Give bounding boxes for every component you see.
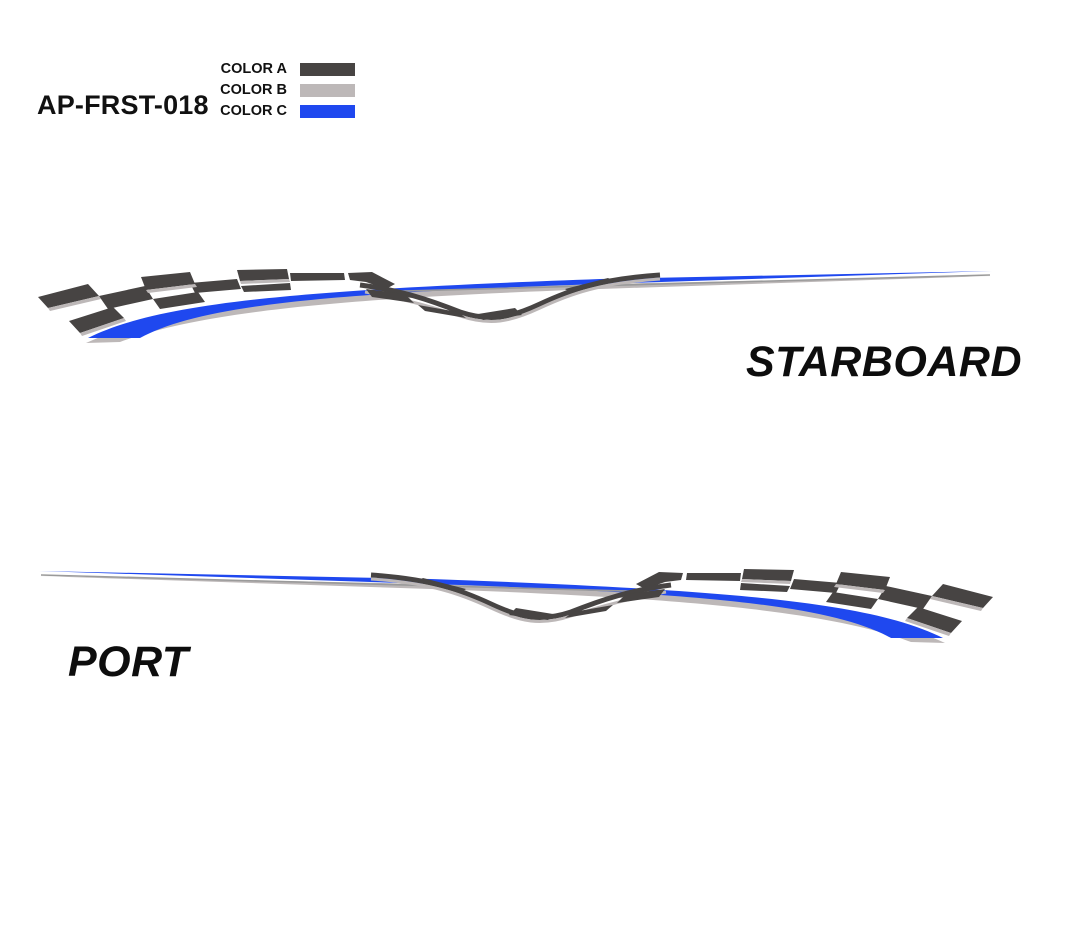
product-code: AP-FRST-018: [37, 90, 209, 120]
legend-label-color-c: COLOR C: [220, 103, 287, 119]
starboard-decal-graphic: [38, 269, 992, 343]
legend-label-color-a: COLOR A: [220, 61, 287, 77]
legend-label-color-b: COLOR B: [220, 82, 287, 98]
starboard-label: STARBOARD: [746, 338, 1023, 386]
legend-swatch-color-a: [300, 63, 355, 76]
legend-swatch-color-b: [300, 84, 355, 97]
legend-swatch-color-c: [300, 105, 355, 118]
port-decal-graphic: [39, 569, 993, 643]
port-label: PORT: [68, 638, 189, 686]
